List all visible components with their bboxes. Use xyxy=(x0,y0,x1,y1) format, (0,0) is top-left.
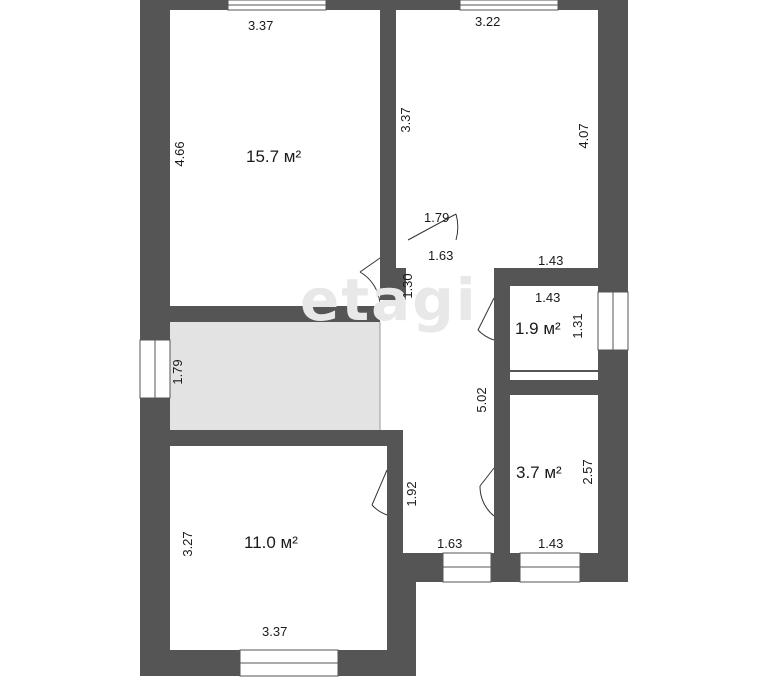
dim-hall-top-height: 1.30 xyxy=(400,273,415,298)
floor-top-left-room xyxy=(170,10,380,306)
doors xyxy=(359,213,495,517)
labels: 3.37 4.66 15.7 м² 3.22 3.37 4.07 1.43 1.… xyxy=(170,14,595,639)
dim-bottom-left-width: 3.37 xyxy=(262,624,287,639)
dim-top-left-height: 4.66 xyxy=(172,141,187,166)
dim-hall-top-width: 1.63 xyxy=(428,248,453,263)
floor-top-right-room xyxy=(396,10,598,268)
dim-top-left-width: 3.37 xyxy=(248,18,273,33)
dim-bathroom-2-width: 1.43 xyxy=(538,536,563,551)
floor-hall-lower xyxy=(403,430,494,553)
floor-top-right-corridor-part xyxy=(396,230,408,240)
dim-top-right-right-height: 4.07 xyxy=(576,123,591,148)
door-bottom-left-room xyxy=(371,469,388,516)
dim-bathroom-1-height: 1.31 xyxy=(570,313,585,338)
area-bathroom-1: 1.9 м² xyxy=(515,319,561,338)
floor-bathroom-2 xyxy=(510,395,598,553)
area-bottom-left-room: 11.0 м² xyxy=(244,533,298,552)
floor-bottom-left-room xyxy=(170,446,387,650)
dim-top-right-bottom-width: 1.43 xyxy=(538,253,563,268)
door-top-right-room xyxy=(407,213,459,241)
door-top-left-room xyxy=(359,257,381,305)
floor-hall xyxy=(380,300,494,430)
floor-bathroom-1 xyxy=(510,286,598,370)
dim-hall-bottom-width: 1.63 xyxy=(437,536,462,551)
dim-top-right-left-height: 3.37 xyxy=(398,107,413,132)
dim-stair-height: 1.79 xyxy=(170,359,185,384)
dim-bathroom-2-height: 2.57 xyxy=(580,459,595,484)
dim-hall-length: 5.02 xyxy=(474,387,489,412)
dim-hall-door-width: 1.79 xyxy=(424,210,449,225)
watermark-text: etagi xyxy=(300,266,478,334)
area-top-left-room: 15.7 м² xyxy=(246,147,301,166)
door-bathroom-1 xyxy=(477,297,495,341)
dim-top-right-width: 3.22 xyxy=(475,14,500,29)
dim-bathroom-1-width: 1.43 xyxy=(535,290,560,305)
door-bathroom-2 xyxy=(479,467,495,517)
dim-hall-lower-height: 1.92 xyxy=(404,481,419,506)
area-bathroom-2: 3.7 м² xyxy=(516,463,562,482)
room-floors xyxy=(170,10,598,650)
floor-bathroom-1-shelf xyxy=(510,372,598,380)
floor-hall-upper xyxy=(406,240,494,300)
windows xyxy=(139,0,629,677)
dim-bottom-left-height: 3.27 xyxy=(180,531,195,556)
floor-stair-area xyxy=(170,322,380,430)
